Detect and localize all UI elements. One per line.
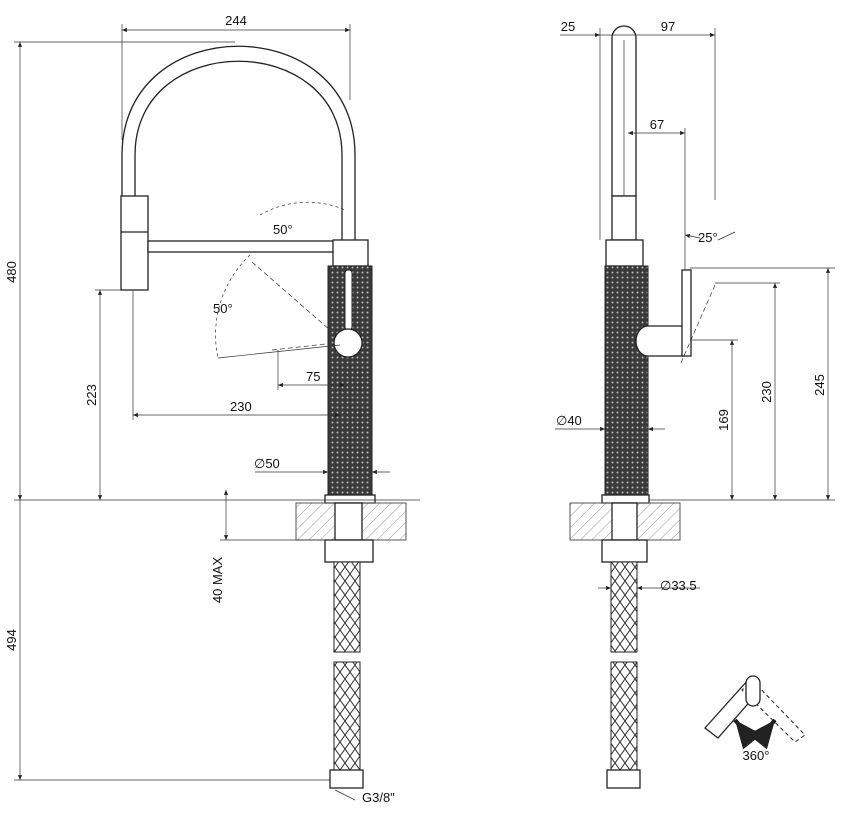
supply-hose (333, 561, 361, 653)
side-handle (681, 269, 692, 357)
flange (324, 494, 376, 504)
side-hose (610, 561, 638, 653)
dim-countertop-max: 40 MAX (210, 557, 225, 604)
side-lever (635, 325, 685, 357)
spray-head (120, 195, 149, 291)
dim-depth: 97 (661, 19, 675, 34)
side-body-mesh (604, 265, 649, 496)
dim-connection: G3/8" (362, 790, 395, 805)
dim-angle-lower: 50° (213, 301, 233, 316)
side-cap (605, 239, 644, 267)
dim-handle-top-height: 245 (812, 374, 827, 396)
dim-spout-reach: 230 (230, 399, 252, 414)
dim-angle-upper: 50° (273, 222, 293, 237)
dim-side-body-diameter: ∅40 (556, 413, 582, 428)
front-view: 244 480 50° 50° 223 75 230 ∅50 40 MAX 49… (4, 13, 420, 805)
dim-hose-length: 494 (4, 629, 19, 651)
dim-lever-height: 169 (716, 409, 731, 431)
dim-lever-offset: 67 (650, 117, 664, 132)
rotation-icon: 360° (704, 675, 806, 763)
dim-total-height: 480 (4, 261, 19, 283)
side-view: 25 97 67 25° ∅40 169 230 245 ∅33.5 (555, 19, 835, 789)
dim-body-diameter: ∅50 (254, 456, 280, 471)
body-cap (332, 239, 369, 267)
dim-handle-height: 230 (759, 381, 774, 403)
spout-outer (121, 45, 356, 240)
lever-knob (333, 328, 363, 358)
dim-hose-diameter: ∅33.5 (660, 578, 697, 593)
rotation-label: 360° (743, 748, 770, 763)
dim-lever-angle: 25° (698, 230, 718, 245)
dim-lever-reach: 75 (306, 369, 320, 384)
dim-spray-height: 223 (84, 384, 99, 406)
mounting-nut (324, 539, 374, 563)
spout-bar (147, 240, 335, 253)
dim-offset-back: 25 (561, 19, 575, 34)
lever-slot (344, 269, 353, 331)
dim-spout-width: 244 (225, 13, 247, 28)
hose-fitting (329, 769, 364, 789)
spout-inner (134, 60, 343, 240)
